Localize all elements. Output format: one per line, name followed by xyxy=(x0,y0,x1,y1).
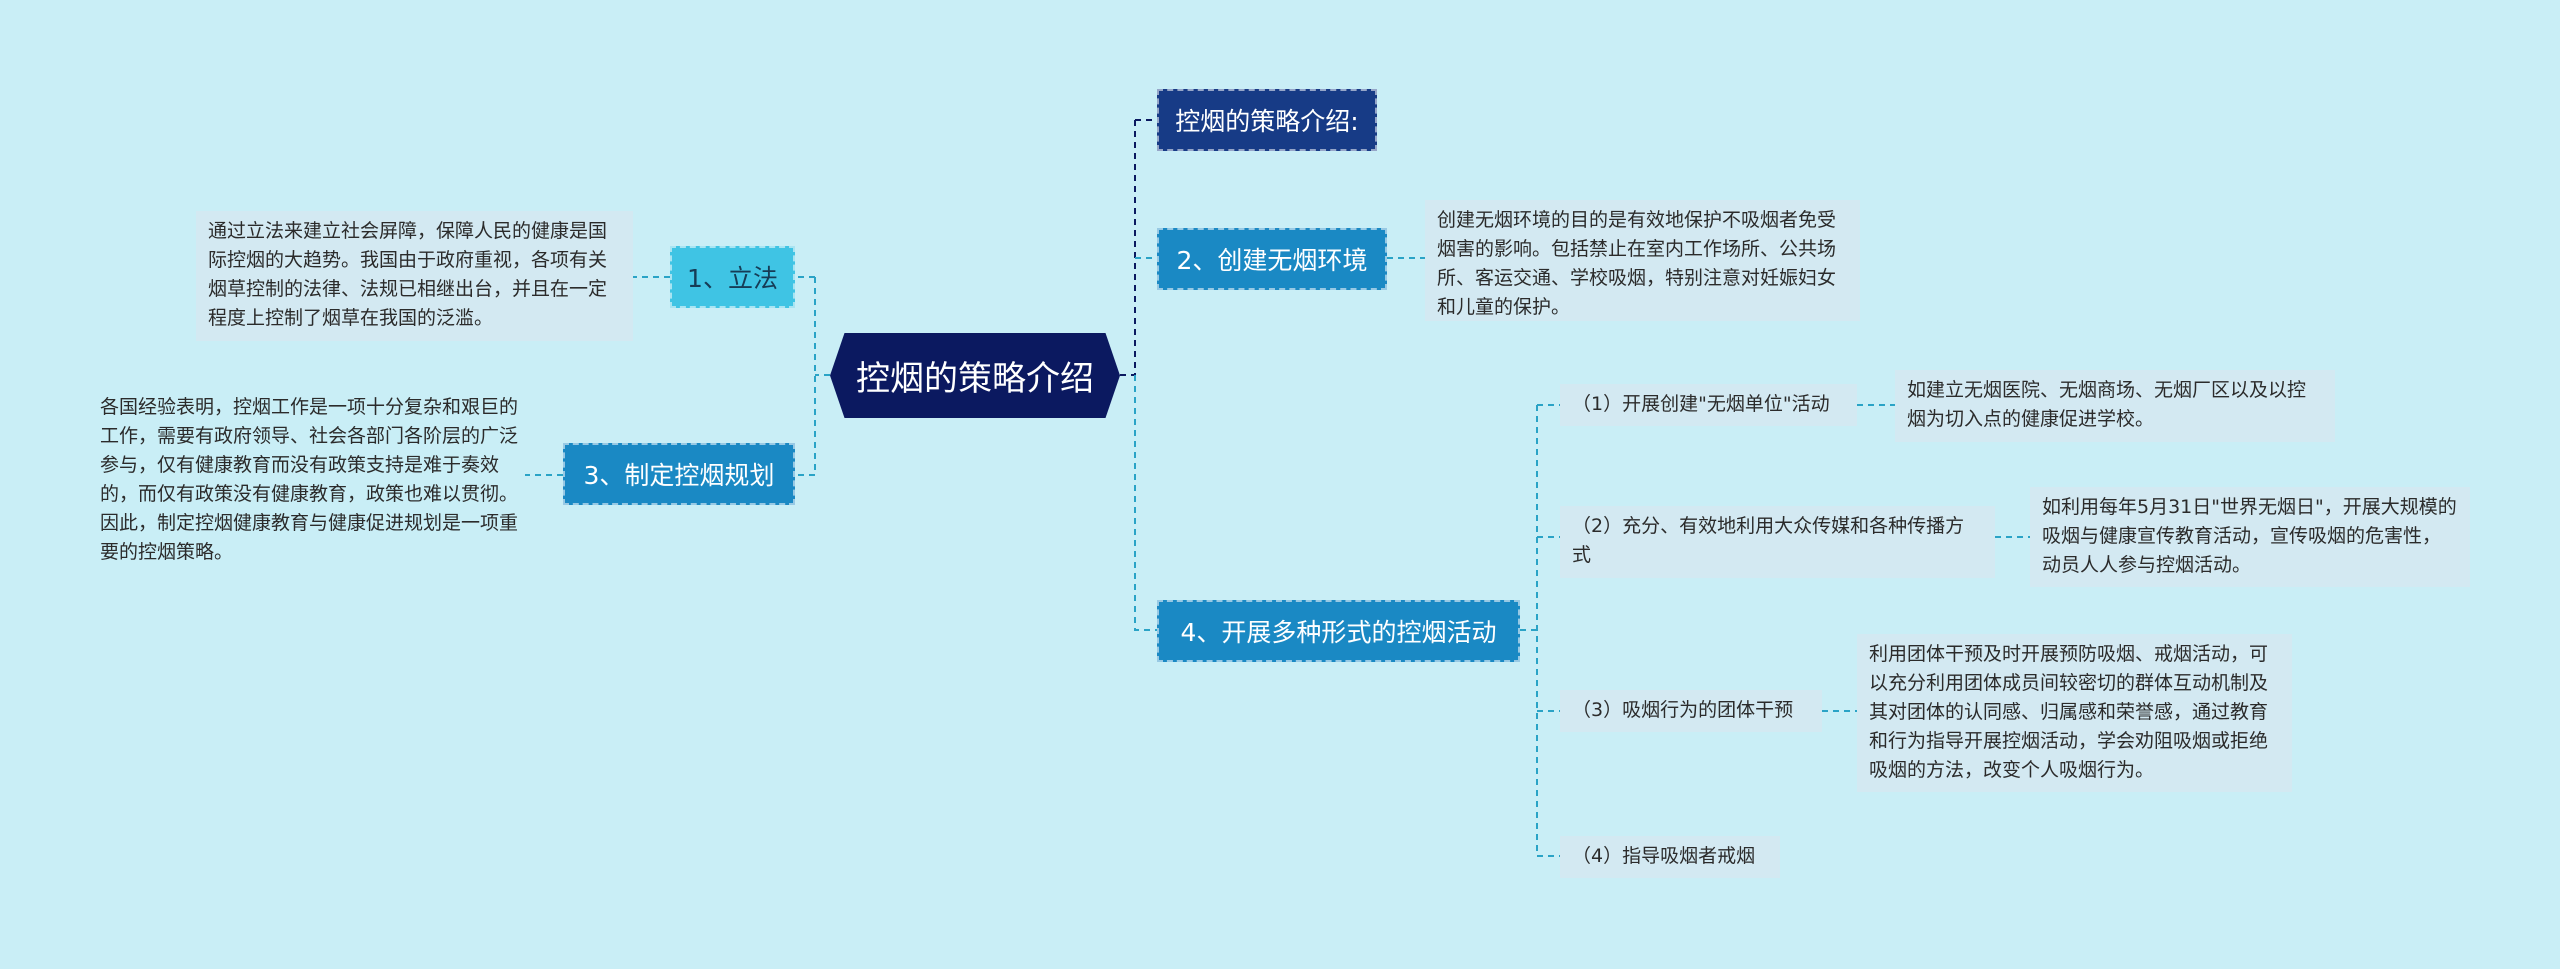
activity-item-3-label: （3）吸烟行为的团体干预 xyxy=(1572,699,1794,721)
central-topic-label: 控烟的策略介绍 xyxy=(856,359,1094,399)
topic-legislation-label: 1、立法 xyxy=(687,264,778,293)
activity-item-3-detail: 利用团体干预及时开展预防吸烟、戒烟活动，可以充分利用团体成员间较密切的群体互动机… xyxy=(1857,634,2292,792)
link-trunk-activities xyxy=(1134,375,1157,631)
topic-smoke-free[interactable]: 2、创建无烟环境 xyxy=(1157,228,1387,290)
planning-detail: 各国经验表明，控烟工作是一项十分复杂和艰巨的工作，需要有政府领导、社会各部门各阶… xyxy=(100,387,525,563)
topic-planning-label: 3、制定控烟规划 xyxy=(583,461,775,490)
smoke-free-detail: 创建无烟环境的目的是有效地保护不吸烟者免受烟害的影响。包括禁止在室内工作场所、公… xyxy=(1425,200,1860,321)
smoke-free-detail-text: 创建无烟环境的目的是有效地保护不吸烟者免受烟害的影响。包括禁止在室内工作场所、公… xyxy=(1437,209,1837,318)
topic-intro-label: 控烟的策略介绍: xyxy=(1175,107,1359,136)
planning-detail-text: 各国经验表明，控烟工作是一项十分复杂和艰巨的工作，需要有政府领导、社会各部门各阶… xyxy=(100,396,519,563)
activity-item-1[interactable]: （1）开展创建"无烟单位"活动 xyxy=(1560,384,1857,426)
legislation-detail-text: 通过立法来建立社会屏障，保障人民的健康是国际控烟的大趋势。我国由于政府重视，各项… xyxy=(208,220,608,329)
topic-legislation[interactable]: 1、立法 xyxy=(670,246,795,308)
topic-smoke-free-label: 2、创建无烟环境 xyxy=(1176,246,1368,275)
activity-item-1-detail: 如建立无烟医院、无烟商场、无烟厂区以及以控烟为切入点的健康促进学校。 xyxy=(1895,370,2335,442)
activity-item-4[interactable]: （4）指导吸烟者戒烟 xyxy=(1560,836,1780,878)
central-topic[interactable]: 控烟的策略介绍 xyxy=(830,333,1120,418)
topic-activities-label: 4、开展多种形式的控烟活动 xyxy=(1180,618,1497,647)
legislation-detail: 通过立法来建立社会屏障，保障人民的健康是国际控烟的大趋势。我国由于政府重视，各项… xyxy=(196,211,633,341)
activity-item-1-detail-text: 如建立无烟医院、无烟商场、无烟厂区以及以控烟为切入点的健康促进学校。 xyxy=(1907,379,2307,430)
activity-item-2-detail-text: 如利用每年5月31日"世界无烟日"，开展大规模的吸烟与健康宣传教育活动，宣传吸烟… xyxy=(2042,496,2457,576)
activity-item-2-detail: 如利用每年5月31日"世界无烟日"，开展大规模的吸烟与健康宣传教育活动，宣传吸烟… xyxy=(2030,487,2470,587)
activity-item-3[interactable]: （3）吸烟行为的团体干预 xyxy=(1560,690,1822,732)
activity-item-2[interactable]: （2）充分、有效地利用大众传媒和各种传播方式 xyxy=(1560,506,1995,578)
activity-item-3-detail-text: 利用团体干预及时开展预防吸烟、戒烟活动，可以充分利用团体成员间较密切的群体互动机… xyxy=(1869,643,2269,781)
topic-planning[interactable]: 3、制定控烟规划 xyxy=(563,443,795,505)
activity-item-1-label: （1）开展创建"无烟单位"活动 xyxy=(1572,393,1830,415)
activity-item-2-label: （2）充分、有效地利用大众传媒和各种传播方式 xyxy=(1572,515,1965,566)
topic-intro[interactable]: 控烟的策略介绍: xyxy=(1157,89,1377,151)
topic-activities[interactable]: 4、开展多种形式的控烟活动 xyxy=(1157,600,1520,662)
activity-item-4-label: （4）指导吸烟者戒烟 xyxy=(1572,845,1756,867)
